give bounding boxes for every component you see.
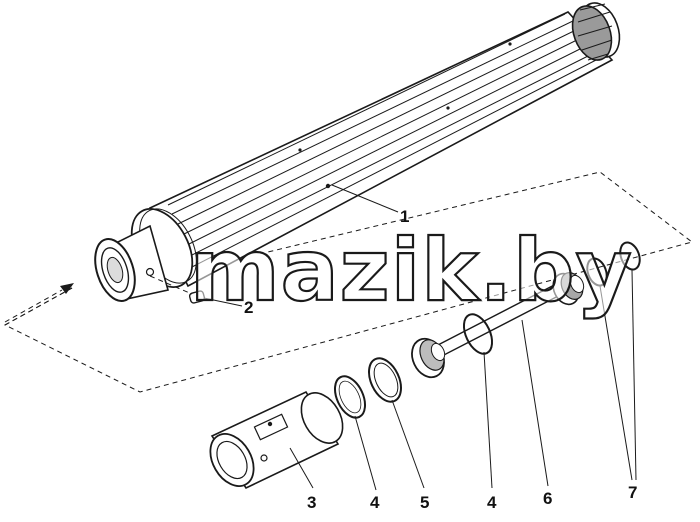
leader-lines [203,184,637,491]
callout-6: 6 [543,489,552,508]
snap-ring-left [333,375,367,419]
watermark-text: mazik.by [190,221,633,321]
callout-4-left: 4 [370,493,380,512]
callout-4-right: 4 [487,493,497,512]
inner-shaft-assembly [411,272,585,379]
callout-5: 5 [420,493,429,512]
snap-ring-right [462,313,494,355]
callout-7: 7 [628,483,637,502]
assembly-arrow [4,283,74,323]
splined-shaft [94,2,621,302]
callout-3: 3 [307,493,316,512]
sleeve [209,390,344,490]
pin [149,275,206,304]
callout-1: 1 [400,207,409,226]
callout-2: 2 [244,298,253,317]
assembly-dashed-outline [3,171,694,393]
ring [368,357,402,403]
end-rings [586,241,641,287]
